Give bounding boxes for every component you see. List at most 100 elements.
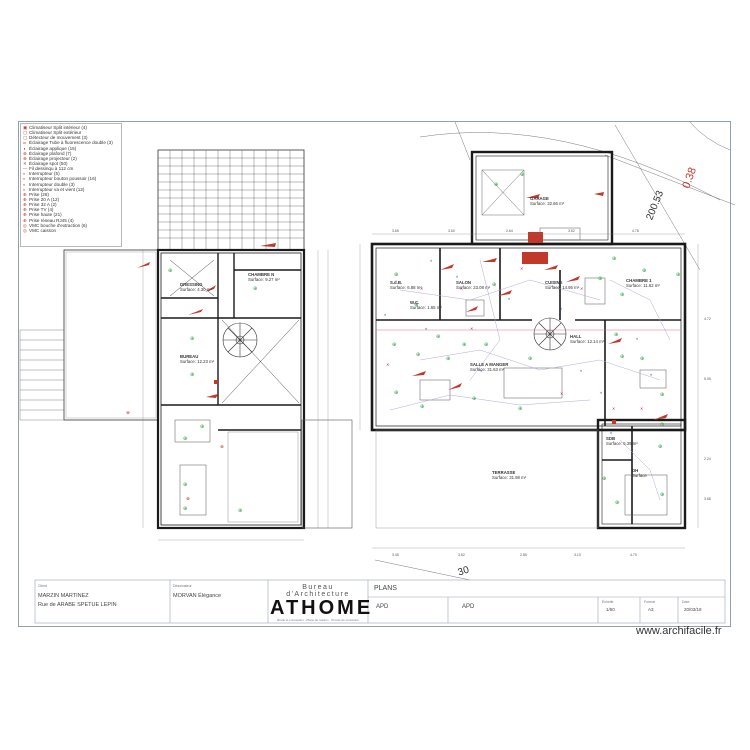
svg-text:⊕: ⊕ <box>394 272 398 278</box>
legend-label: Prise 32 A (2) <box>29 202 57 208</box>
room-name: SALON <box>456 280 472 285</box>
legend-item: ▣Climatiseur Split intérieur (4) <box>23 125 119 130</box>
room-area: Surface: 14.95 m² <box>545 285 580 290</box>
socket-icon: ⊕ <box>23 207 27 213</box>
svg-text:4.70: 4.70 <box>630 553 637 557</box>
svg-text:2.85: 2.85 <box>520 553 527 557</box>
svg-text:⊕: ⊕ <box>420 404 424 410</box>
date-value: 20/03/18 <box>684 607 702 612</box>
svg-text:⊕: ⊕ <box>602 476 606 482</box>
room-area: Surface: 1.65 m² <box>410 305 442 310</box>
legend-item: ◐Interrupteur va et vient (12) <box>23 187 119 192</box>
svg-text:⊕: ⊕ <box>253 286 257 292</box>
svg-text:⊕: ⊕ <box>612 256 616 262</box>
room-label-salle-a-manger: SALLE A MANGER Surface: 31.63 m² <box>470 362 508 372</box>
legend-item: ⊕Prise TV (4) <box>23 207 119 212</box>
svg-text:◐: ◐ <box>560 306 563 311</box>
svg-text:⊕: ⊕ <box>528 356 532 362</box>
room-name: GARAGE <box>530 196 549 201</box>
room-area: Surface: 12.23 m² <box>180 359 215 364</box>
legend-item: ◐Interrupteur double (3) <box>23 182 119 187</box>
svg-text:⊕: ⊕ <box>494 182 498 188</box>
svg-text:⊕: ⊕ <box>598 276 602 282</box>
ceiling-light-icon: ⊗ <box>23 150 27 156</box>
svg-text:⊕: ⊕ <box>416 352 420 358</box>
svg-text:◐: ◐ <box>508 296 511 301</box>
svg-text:⊕: ⊕ <box>620 354 624 360</box>
svg-text:⊕: ⊕ <box>640 356 644 362</box>
designer-label: Dessinateur <box>173 584 192 588</box>
room-area: Surface: 31.63 m² <box>470 367 505 372</box>
socket-icon: ⊕ <box>23 202 27 208</box>
wall-light-icon: ◖ <box>23 145 26 151</box>
legend-label: Interrupteur (5) <box>29 171 60 177</box>
legend-label: VMC bouche d'extraction (6) <box>29 222 88 228</box>
legend-item: ✕Éclairage spot (50) <box>23 161 119 166</box>
svg-text:5.05: 5.05 <box>704 377 711 381</box>
legend-label: Prise haute (21) <box>29 212 62 218</box>
svg-text:⊕: ⊕ <box>238 508 242 514</box>
svg-text:⊕: ⊕ <box>446 356 450 362</box>
svg-text:✕: ✕ <box>640 406 643 411</box>
svg-text:⊕: ⊕ <box>190 372 194 378</box>
svg-text:⊕: ⊕ <box>414 302 418 308</box>
legend-label: Prise TV (4) <box>29 207 54 213</box>
room-name: SALLE A MANGER <box>470 362 509 367</box>
svg-text:⊕: ⊕ <box>614 332 618 338</box>
legend-label: Climatiseur Split intérieur (4) <box>29 125 87 130</box>
legend-label: Interrupteur va et vient (12) <box>29 186 85 192</box>
legend-item: ◐Interrupteur (5) <box>23 171 119 176</box>
scale-label: Échelle <box>602 600 614 604</box>
watermark-link[interactable]: www.archifacile.fr <box>636 625 722 637</box>
svg-text:⊕: ⊕ <box>436 334 440 340</box>
legend-item: —Fil dessinqu à 112 cm <box>23 166 119 171</box>
svg-text:⊕: ⊕ <box>200 424 204 430</box>
legend-label: Fil dessinqu à 112 cm <box>29 166 74 172</box>
room-label-sdb-1: S.d.B. Surface: 6.88 m² <box>390 280 422 290</box>
svg-text:⊕: ⊕ <box>183 482 187 488</box>
phase-1: APD <box>376 604 389 610</box>
svg-text:⊕: ⊕ <box>615 500 619 506</box>
legend-item: ◎VMC caisson <box>23 228 119 233</box>
legend-label: Éclairage projecteur (2) <box>29 155 77 161</box>
svg-text:✕: ✕ <box>420 286 423 291</box>
svg-text:⊕: ⊕ <box>660 392 664 398</box>
svg-text:◐: ◐ <box>425 326 428 331</box>
room-name: BUREAU <box>180 354 199 359</box>
client-label: Client <box>38 584 47 588</box>
svg-text:⊕: ⊕ <box>484 342 488 348</box>
room-area: Surface: 6.88 m² <box>390 285 422 290</box>
svg-text:✕: ✕ <box>580 286 583 291</box>
svg-text:3.52: 3.52 <box>458 553 465 557</box>
svg-text:◐: ◐ <box>430 258 433 263</box>
svg-text:⊕: ⊕ <box>394 390 398 396</box>
room-area: Surface: 23.08 m² <box>456 285 491 290</box>
office-top: Bureau d'Architecture <box>286 584 350 598</box>
tube-light-icon: ═ <box>23 140 27 146</box>
room-label-cuisine: CUISINE Surface: 14.95 m² <box>545 280 579 290</box>
room-label-dressing: DRESSING Surface: 4.30 m² <box>180 282 212 292</box>
client-name: MARZIN MARTINEZ <box>38 593 89 599</box>
exterior-stairs-left <box>19 329 65 421</box>
room-name: DH <box>632 468 639 473</box>
room-area: Surface: 32.66 m² <box>530 201 565 206</box>
legend-item: ⊗Éclairage projecteur (2) <box>23 156 119 161</box>
room-name: SDB <box>606 436 616 441</box>
svg-text:3.60: 3.60 <box>448 229 455 233</box>
svg-text:⊗: ⊗ <box>126 410 130 415</box>
room-label-bureau: BUREAU Surface: 12.23 m² <box>180 354 214 364</box>
section-title: PLANS <box>374 585 397 592</box>
legend-item: ═Éclairage Tube à fluorescence double (3… <box>23 140 119 145</box>
svg-text:⊗: ⊗ <box>186 496 190 501</box>
svg-text:⊕: ⊕ <box>392 342 396 348</box>
svg-text:⊕: ⊕ <box>658 444 662 450</box>
svg-text:⊕: ⊕ <box>620 292 624 298</box>
svg-text:◐: ◐ <box>456 274 459 279</box>
ac-outdoor-icon: ▢ <box>23 135 28 141</box>
room-area: Surface: 9.27 m² <box>248 277 280 282</box>
legend-label: Éclairage spot (50) <box>29 160 68 166</box>
legend-item: ⊕Prise réseau RJ45 (4) <box>23 218 119 223</box>
spiral-stair-left <box>222 322 258 358</box>
socket-icon: ⊕ <box>23 212 27 218</box>
svg-text:⊕: ⊕ <box>183 506 187 512</box>
